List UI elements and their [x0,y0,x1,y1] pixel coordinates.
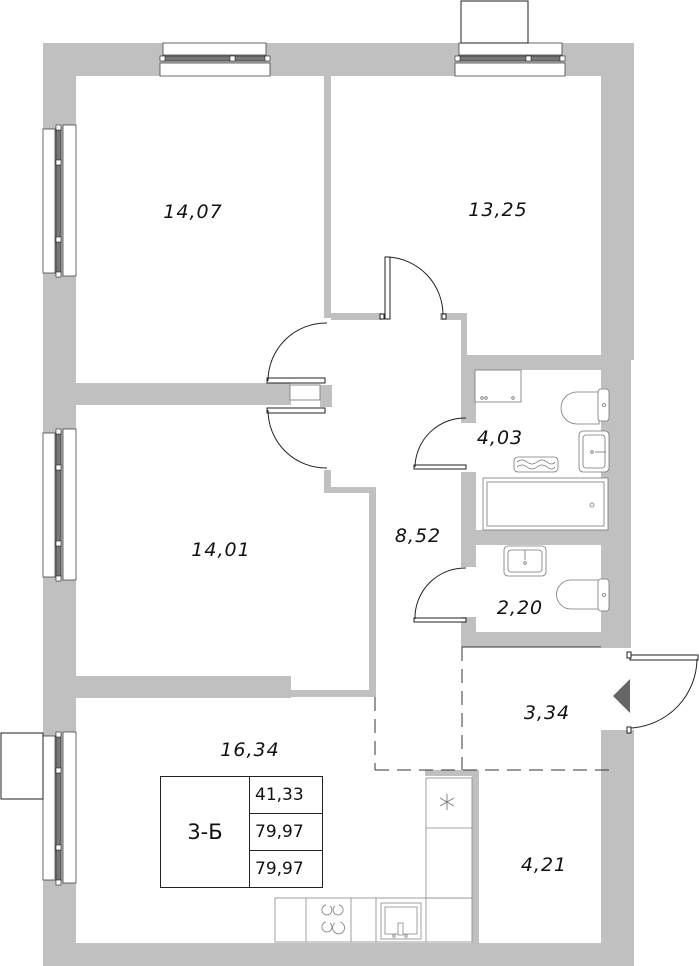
door-swing-icon[interactable] [266,322,328,401]
room-area-bedroom-1: 14,07 [163,201,223,223]
room-area-bathroom: 4,03 [476,427,524,449]
washing-machine-icon [474,369,522,403]
window-left-2 [42,428,77,582]
room-area-wc: 2,20 [496,597,544,619]
room-area-bedroom-2: 13,25 [468,199,528,221]
toilet-icon [560,388,610,425]
total-area-value: 79,97 [250,814,322,851]
total-area-with-balcony-value: 79,97 [255,859,304,879]
door-swing-icon[interactable] [413,567,467,623]
room-area-corridor: 8,52 [394,525,442,547]
room-area-living-kitchen: 16,34 [220,739,280,761]
heated-towel-rail-icon [513,456,559,473]
sink-icon [380,902,422,940]
entrance-door[interactable] [626,651,699,734]
door-swing-icon[interactable] [266,407,328,469]
window-left-1 [42,124,77,278]
living-area-value: 41,33 [250,777,322,814]
door-swing-icon[interactable] [379,256,447,320]
entrance-arrow-icon [613,679,630,713]
apartment-areas: 41,33 79,97 79,97 [250,777,322,887]
door-swing-icon[interactable] [413,417,467,470]
stove-burners-icon [321,904,346,935]
interior-walls [76,76,601,943]
apartment-info-table: 3-Б 41,33 79,97 79,97 [160,776,323,888]
room-area-storage: 4,21 [520,854,568,876]
window-left-3 [42,731,77,886]
toilet-icon [556,578,610,612]
window-top-right [454,42,566,77]
bathtub-icon [482,477,609,531]
washbasin-icon [578,430,610,473]
ac-unit-icon [460,0,529,44]
zone-boundaries [374,647,612,771]
kitchen-counter [274,777,473,943]
snowflake-icon [439,794,455,810]
ac-unit-icon [0,732,44,800]
apartment-type-code: 3-Б [161,777,250,887]
room-area-entrance-hall: 3,34 [523,702,571,724]
window-top-left [159,42,271,77]
washbasin-icon [503,545,547,577]
room-area-bedroom-3: 14,01 [191,539,251,561]
